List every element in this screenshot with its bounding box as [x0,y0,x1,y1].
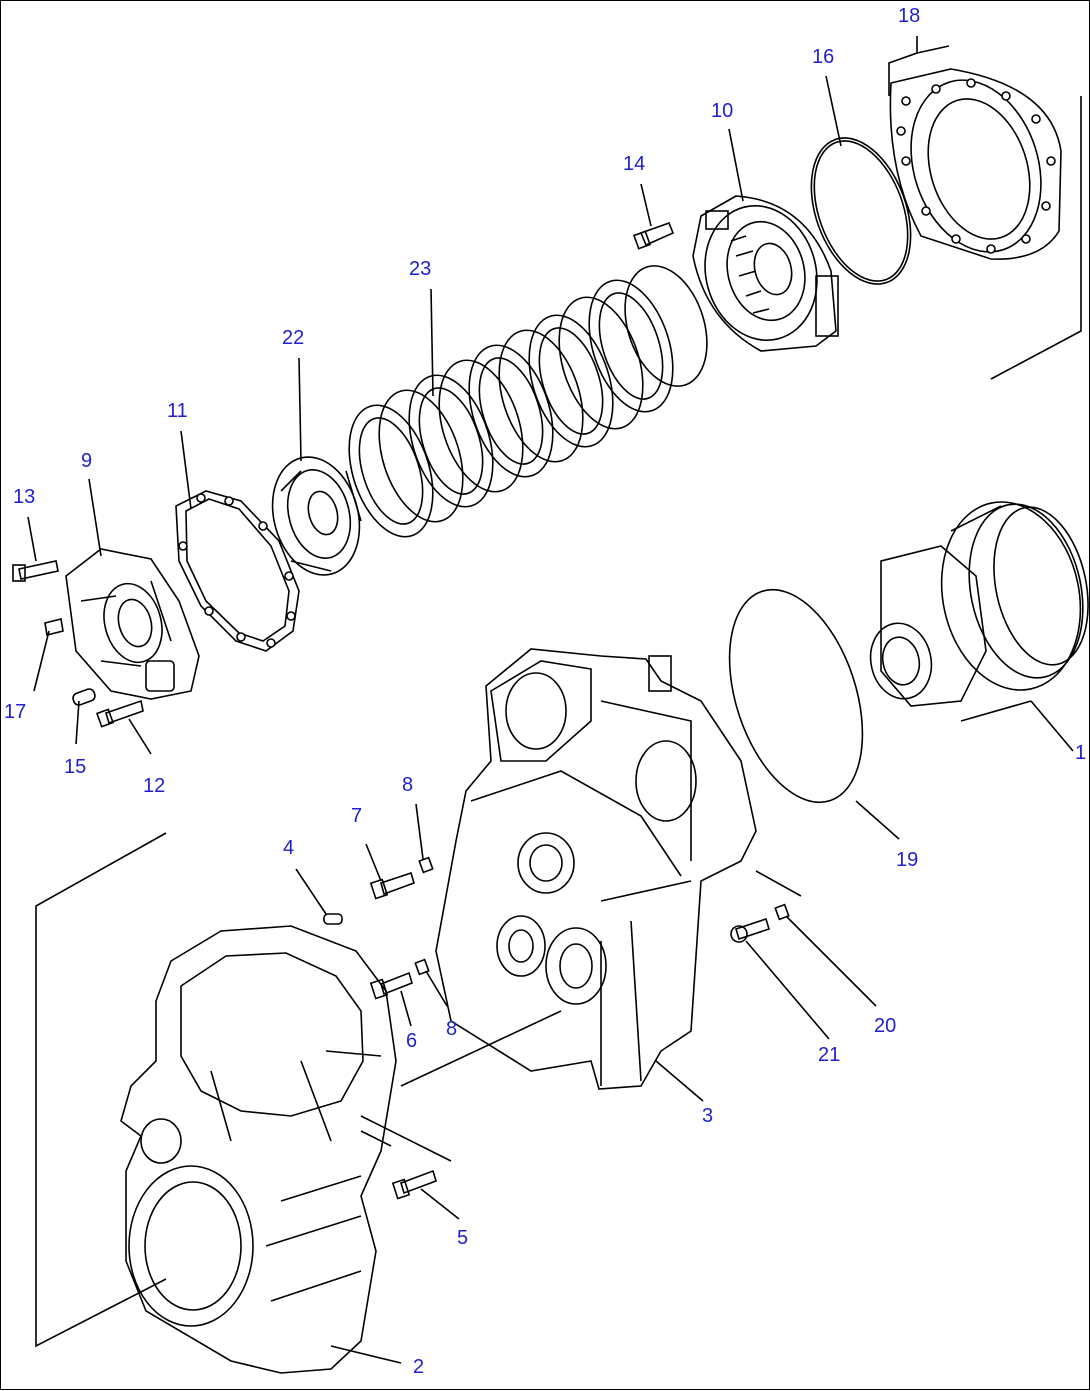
callout-15: 15 [64,756,87,778]
callout-21: 21 [818,1044,841,1066]
callout-5: 5 [457,1227,469,1249]
callout-2: 2 [413,1356,425,1378]
callout-7: 7 [351,805,363,827]
callout-1: 1 [1075,742,1087,764]
part-3-transmission-housing [35,648,757,1348]
part-6-bolt [369,971,413,1000]
part-10-piston-housing [692,195,839,352]
part-19-gasket [728,588,864,804]
callout-22: 22 [282,327,305,349]
part-9-cover-plate [65,548,200,700]
part-11-gasket [175,490,300,652]
part-2-transmission-case [120,925,397,1374]
part-8-washer-upper [418,856,434,874]
part-7-bolt [369,871,415,900]
callout-23: 23 [409,258,432,280]
callout-13: 13 [13,486,36,508]
callout-8-upper: 8 [402,774,414,796]
callout-20: 20 [874,1015,897,1037]
part-23-clutch-disc-pack [348,265,708,538]
callout-16: 16 [812,46,835,68]
callout-14: 14 [623,153,646,175]
part-5-bolt [391,1169,437,1200]
callout-8-lower: 8 [446,1018,458,1040]
callout-4: 4 [283,837,295,859]
callout-19: 19 [896,849,919,871]
leader-lines [27,36,1074,1364]
part-16-o-ring [810,137,912,285]
callout-17: 17 [4,701,27,723]
callout-18: 18 [898,5,921,27]
part-18-rear-cover [889,68,1082,380]
callout-9: 9 [81,450,93,472]
part-22-piston [271,456,362,576]
part-17-plug [44,618,64,636]
part-14-bolt [632,221,675,250]
part-13-bolt [12,560,59,582]
part-15-pin [72,688,96,706]
part-8-washer-lower [414,958,430,976]
part-20-washer [774,903,790,921]
part-4-dowel-pin [323,913,343,925]
part-1-clutch-assembly [869,501,1089,722]
part-12-bolt [95,699,144,728]
callout-12: 12 [143,775,166,797]
callout-11: 11 [167,400,188,422]
callout-10: 10 [711,100,734,122]
callout-6: 6 [406,1030,418,1052]
part-21-bolt [730,917,770,943]
callout-3: 3 [702,1105,714,1127]
